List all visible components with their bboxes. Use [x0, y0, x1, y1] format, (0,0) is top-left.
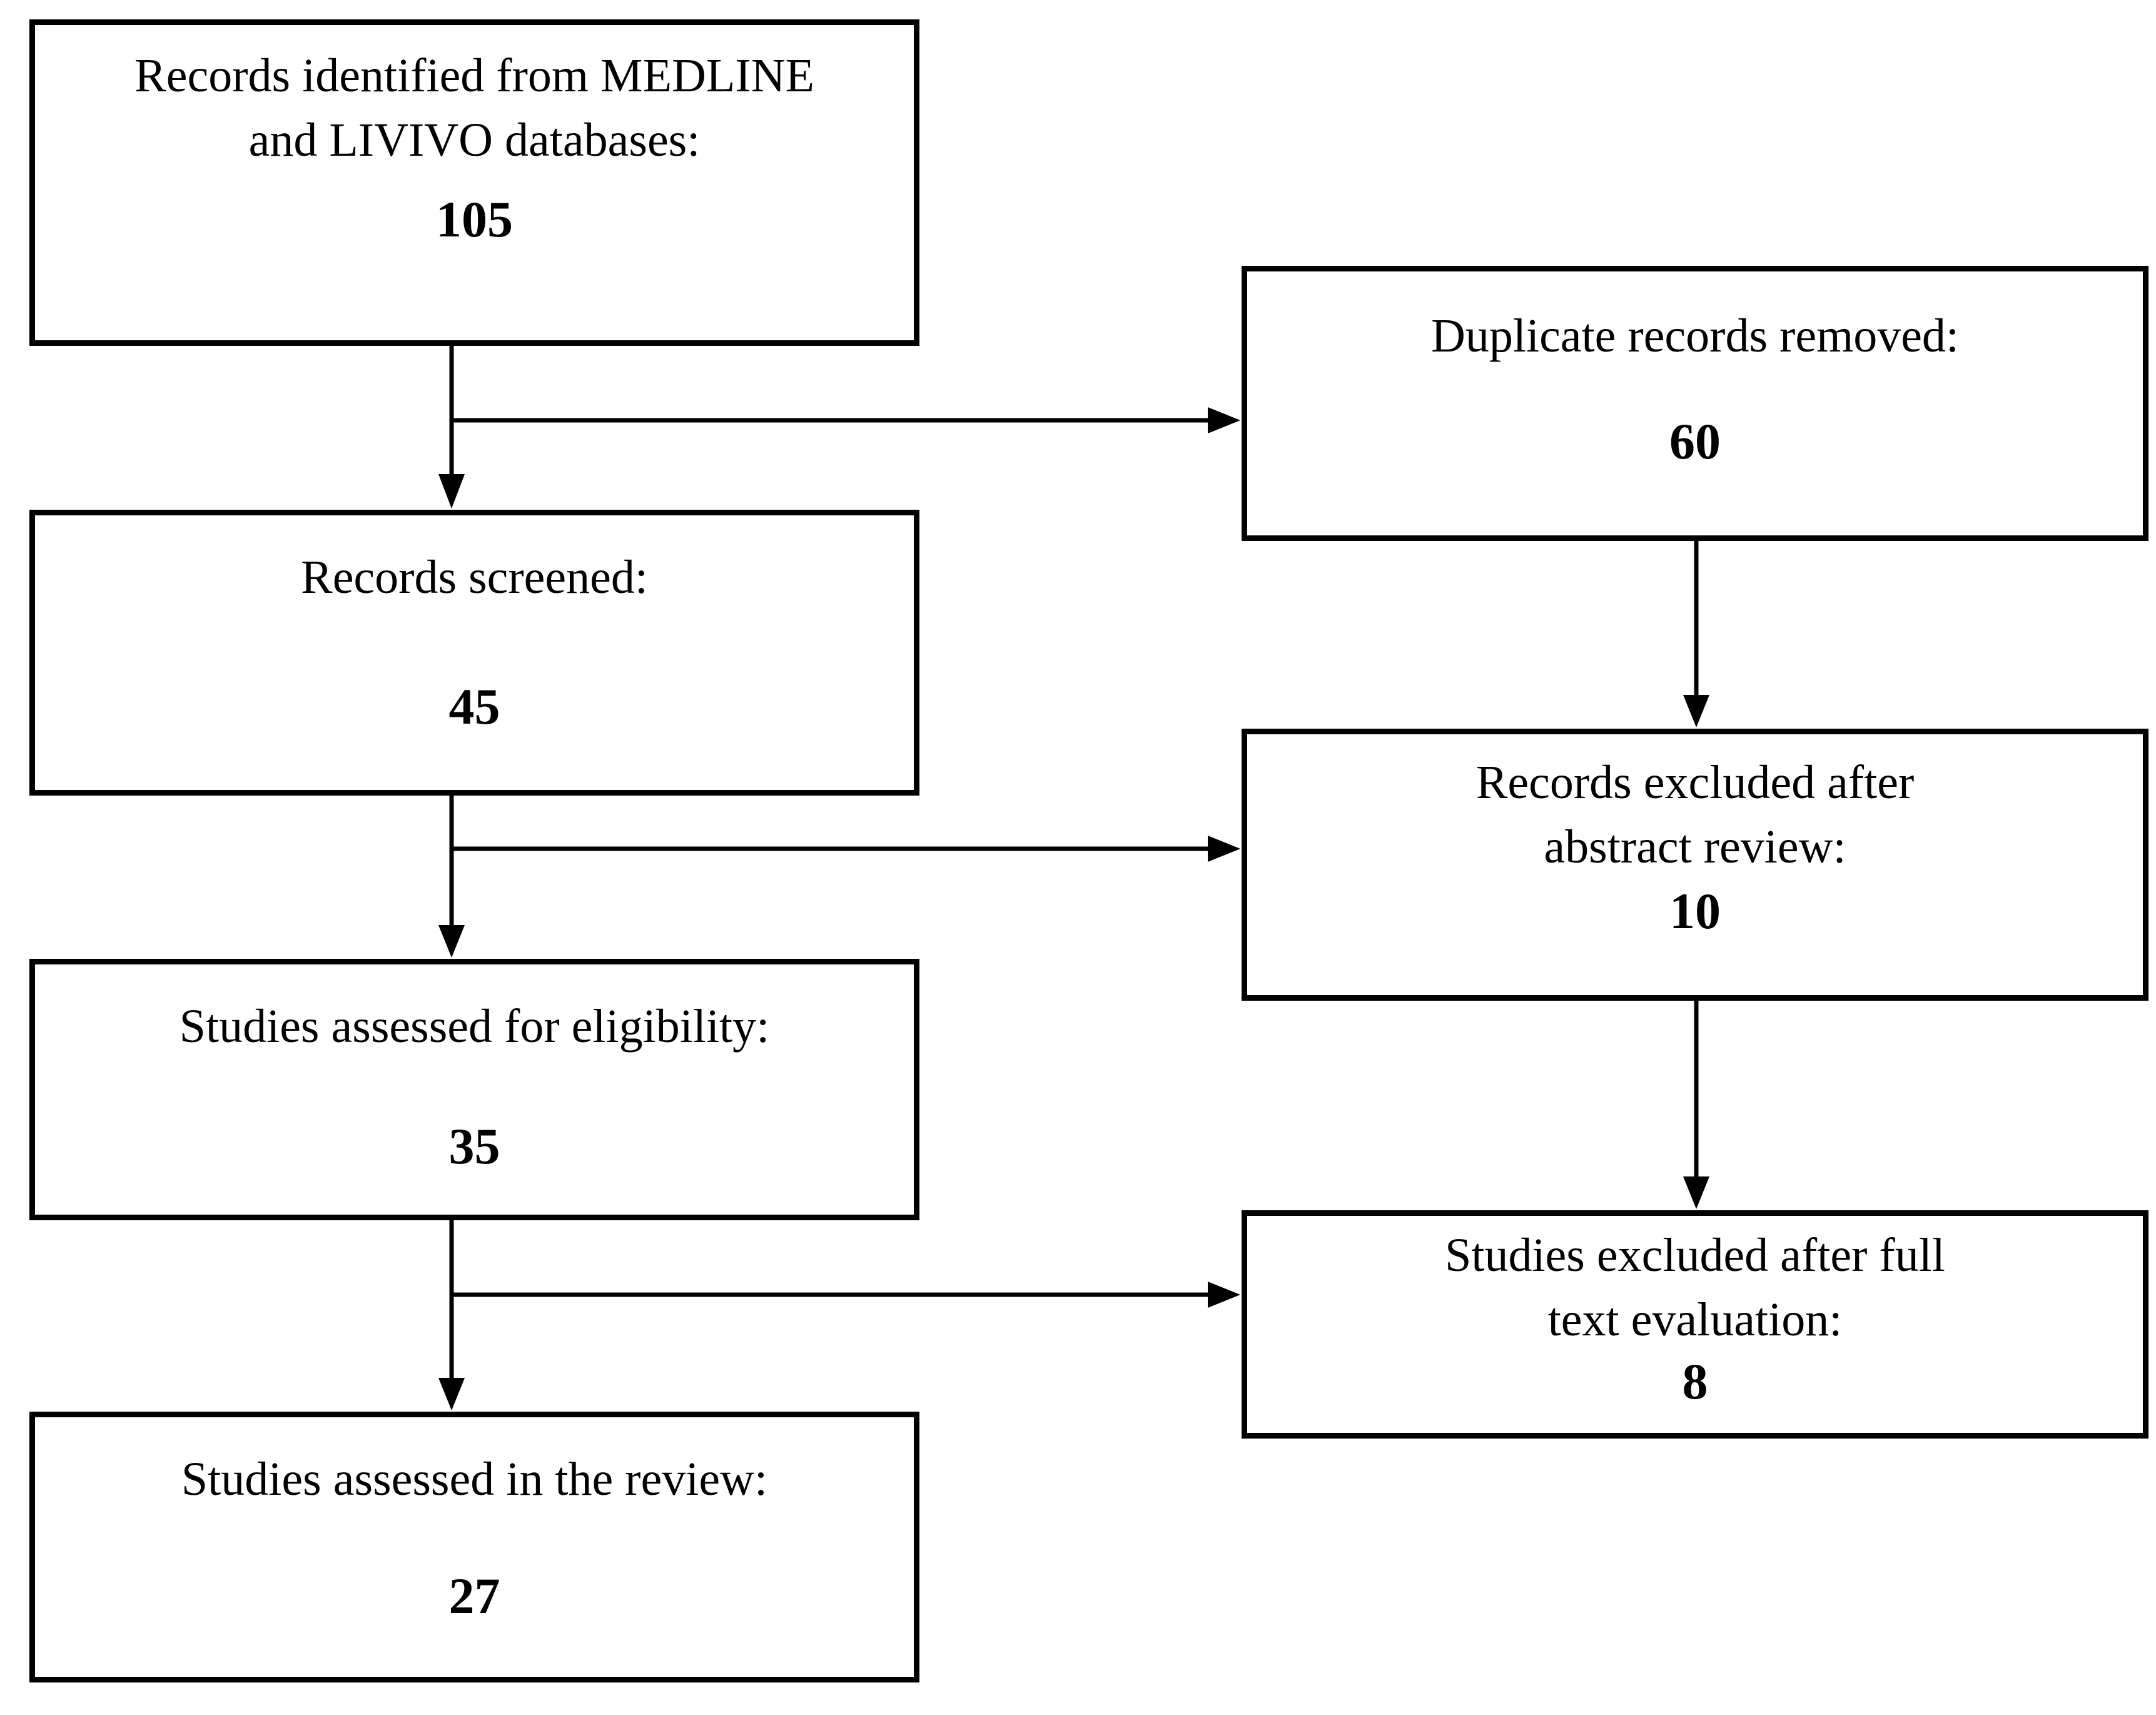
- label-line: Records identified from MEDLINE: [134, 49, 814, 102]
- label-line: Duplicate records removed:: [1430, 310, 1960, 362]
- arrow-excluded-abstract-to-excluded-fulltext: [1683, 1001, 1709, 1209]
- label-line: Studies assessed for eligibility:: [179, 1000, 770, 1053]
- box-records-identified: Records identified from MEDLINE and LIVI…: [29, 19, 919, 346]
- label-line: Records excluded after: [1475, 756, 1915, 809]
- arrow-eligibility-to-included: [438, 1220, 465, 1410]
- studies-included-label: Studies assessed in the review:: [35, 1417, 914, 1512]
- box-excluded-fulltext: Studies excluded after full text evaluat…: [1242, 1210, 2148, 1439]
- label-line: Studies excluded after full: [1445, 1229, 1945, 1282]
- box-excluded-abstract: Records excluded after abstract review: …: [1242, 729, 2148, 1001]
- studies-eligibility-count: 35: [448, 1118, 500, 1175]
- excluded-fulltext-count: 8: [1682, 1353, 1708, 1410]
- label-line: Records screened:: [301, 551, 648, 604]
- arrow-eligibility-to-excluded-fulltext: [452, 1282, 1240, 1308]
- box-duplicates-removed: Duplicate records removed: 60: [1242, 266, 2148, 541]
- arrow-duplicates-to-excluded-abstract: [1683, 541, 1709, 727]
- studies-eligibility-label: Studies assessed for eligibility:: [35, 964, 914, 1059]
- box-studies-included: Studies assessed in the review: 27: [29, 1412, 919, 1682]
- records-screened-count: 45: [448, 678, 500, 735]
- box-records-screened: Records screened: 45: [29, 510, 919, 796]
- label-line: abstract review:: [1544, 821, 1846, 873]
- excluded-abstract-label: Records excluded after abstract review:: [1247, 734, 2143, 879]
- records-screened-label: Records screened:: [35, 515, 914, 610]
- excluded-fulltext-label: Studies excluded after full text evaluat…: [1247, 1216, 2143, 1352]
- label-line: text evaluation:: [1547, 1293, 1843, 1346]
- label-line: and LIVIVO databases:: [248, 114, 701, 166]
- arrow-identified-to-screened: [438, 346, 465, 508]
- arrow-screened-to-excluded-abstract: [452, 836, 1240, 862]
- label-line: Studies assessed in the review:: [181, 1453, 768, 1505]
- arrow-screened-to-eligibility: [438, 796, 465, 958]
- duplicates-removed-count: 60: [1669, 413, 1721, 470]
- arrow-identified-to-duplicates: [452, 407, 1240, 433]
- duplicates-removed-label: Duplicate records removed:: [1247, 271, 2143, 368]
- records-identified-label: Records identified from MEDLINE and LIVI…: [35, 25, 914, 173]
- box-studies-eligibility: Studies assessed for eligibility: 35: [29, 959, 919, 1220]
- excluded-abstract-count: 10: [1669, 883, 1721, 939]
- records-identified-count: 105: [436, 191, 513, 248]
- studies-included-count: 27: [448, 1567, 500, 1624]
